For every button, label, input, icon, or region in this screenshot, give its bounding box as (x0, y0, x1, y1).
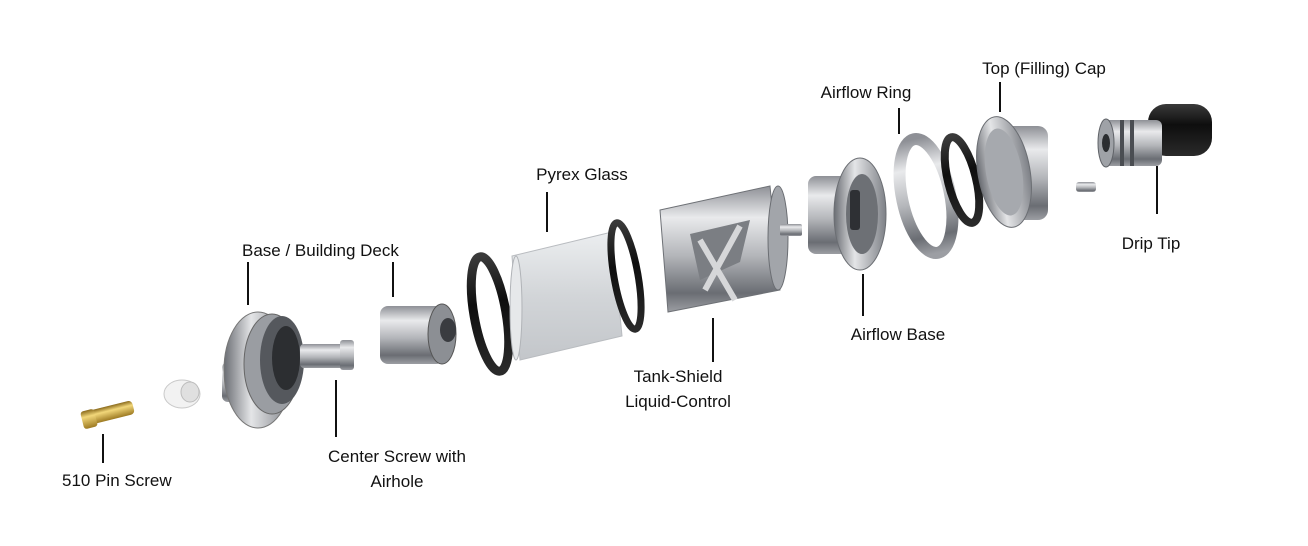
o-ring-right-part (607, 219, 645, 333)
label-pyrex-glass: Pyrex Glass (536, 165, 628, 184)
pyrex-glass-part (509, 231, 623, 361)
label-base-building-deck: Base / Building Deck (242, 241, 399, 260)
seal-part (940, 133, 984, 227)
airflow-base-part (808, 157, 887, 271)
deck-top-part (380, 303, 457, 365)
label-tank-shield-line1: Tank-Shield (634, 367, 723, 386)
label-airflow-base: Airflow Base (851, 325, 945, 344)
tank-shield-part (659, 185, 802, 313)
top-cap-part (976, 116, 1048, 228)
o-ring-left-part (466, 252, 514, 376)
drip-tip-part (1097, 104, 1212, 168)
label-top-filling-cap: Top (Filling) Cap (982, 59, 1106, 78)
label-center-screw-line2: Airhole (371, 472, 424, 491)
small-screw-part (1076, 182, 1096, 192)
label-drip-tip: Drip Tip (1122, 234, 1181, 253)
510-pin-screw-part (80, 401, 135, 429)
label-airflow-ring: Airflow Ring (821, 83, 912, 102)
insulator-part (163, 379, 201, 409)
base-building-deck-part (222, 311, 304, 429)
label-510-pin-screw: 510 Pin Screw (62, 471, 172, 490)
label-tank-shield-line2: Liquid-Control (625, 392, 731, 411)
center-screw-part (300, 340, 354, 370)
label-center-screw-line1: Center Screw with (328, 447, 466, 466)
